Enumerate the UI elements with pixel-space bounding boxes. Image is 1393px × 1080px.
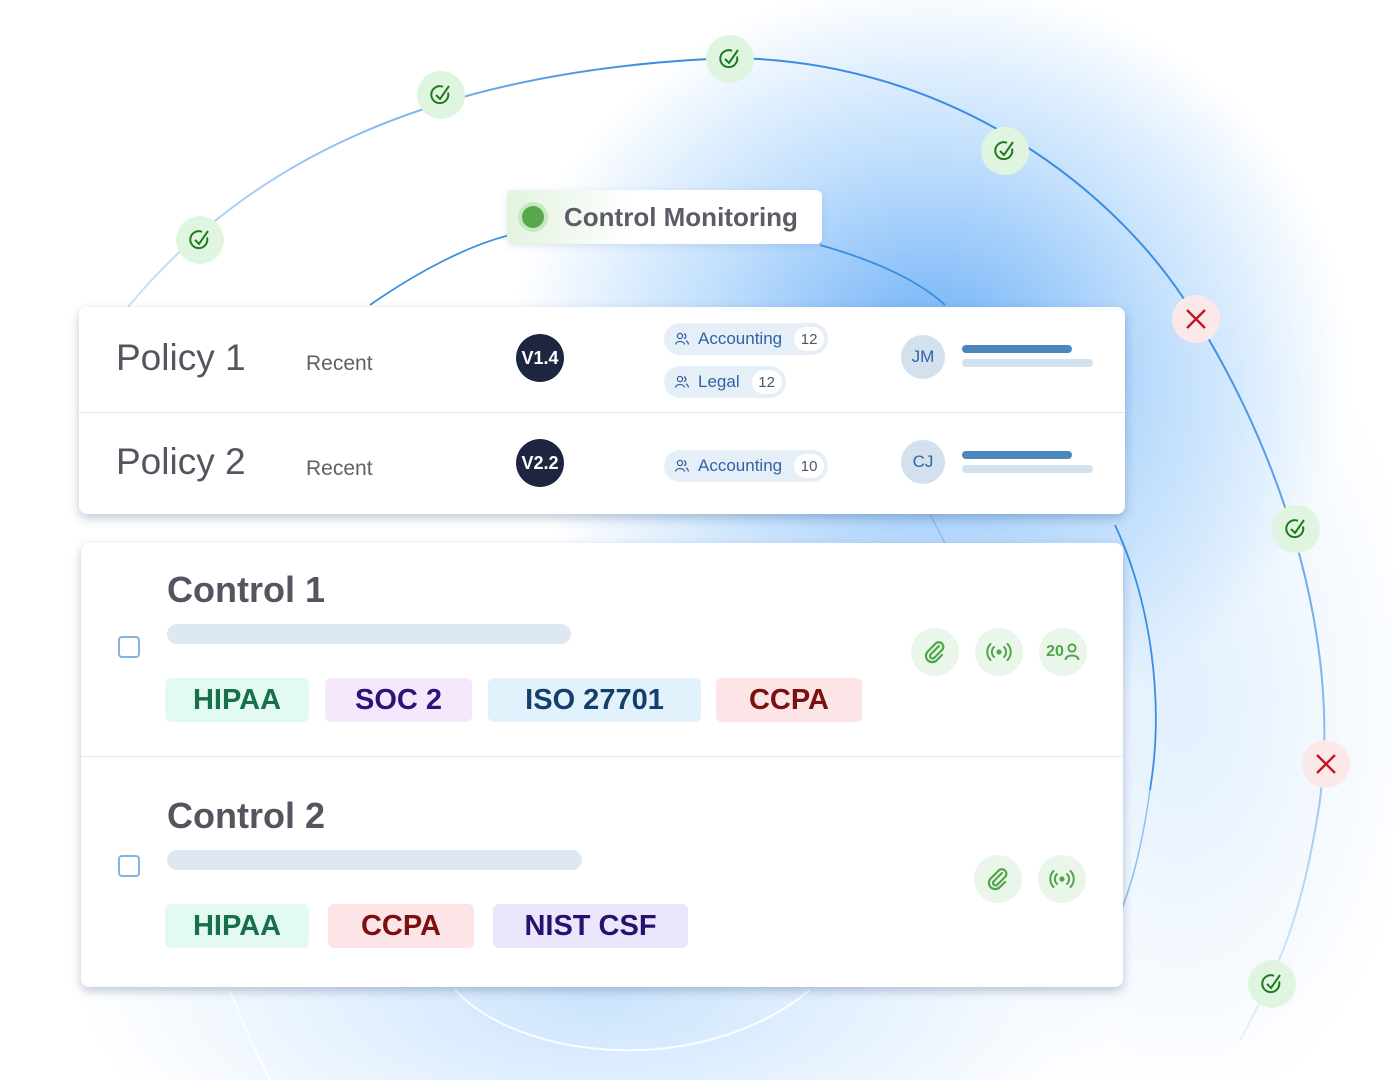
users-icon <box>674 375 690 388</box>
attachments-button[interactable] <box>911 628 959 676</box>
control-monitoring-badge: Control Monitoring <box>507 190 822 244</box>
policy-row[interactable]: Policy 1 Recent V1.4 Accounting 12 Legal… <box>79 307 1125 410</box>
orbit-node-pass <box>706 35 754 83</box>
orbit-node-pass <box>1248 960 1296 1008</box>
check-circle-icon <box>189 230 209 250</box>
policy-status: Recent <box>306 457 373 480</box>
monitoring-button[interactable] <box>1038 855 1086 903</box>
orbit-node-fail <box>1302 740 1350 788</box>
check-circle-icon <box>994 141 1014 161</box>
placeholder-bar <box>962 345 1072 353</box>
inner-orbit <box>369 234 1157 791</box>
policy-title: Policy 2 <box>116 441 246 482</box>
badge-label: Control Monitoring <box>564 201 798 232</box>
check-circle-icon <box>719 49 739 69</box>
version-badge: V2.2 <box>516 439 564 487</box>
users-icon <box>674 332 690 345</box>
placeholder-bar <box>167 624 571 644</box>
framework-tag-soc2: SOC 2 <box>325 678 472 722</box>
framework-tag-ccpa: CCPA <box>716 678 862 722</box>
paperclip-icon <box>987 868 1008 891</box>
assignee-count: 20 <box>1046 643 1064 660</box>
check-circle-icon <box>1261 974 1281 994</box>
control-checkbox[interactable] <box>118 855 140 877</box>
department-chip[interactable]: Legal 12 <box>664 366 786 398</box>
department-count: 12 <box>751 370 782 394</box>
x-icon <box>1316 754 1336 774</box>
department-name: Accounting <box>698 329 783 348</box>
control-title: Control 1 <box>167 569 325 610</box>
department-count: 10 <box>794 454 825 478</box>
placeholder-bar <box>962 359 1093 367</box>
framework-tag-iso27701: ISO 27701 <box>488 678 701 722</box>
small-orbit-bottom <box>454 989 811 1052</box>
user-icon <box>1064 643 1080 661</box>
orbit-node-pass <box>176 216 224 264</box>
status-dot-icon <box>522 206 544 228</box>
attachments-button[interactable] <box>974 855 1022 903</box>
control-title: Control 2 <box>167 795 325 836</box>
framework-tag-hipaa: HIPAA <box>165 678 309 722</box>
check-circle-icon <box>1285 519 1305 539</box>
owner-avatar: JM <box>901 335 945 379</box>
owner-avatar: CJ <box>901 440 945 484</box>
placeholder-bar <box>167 850 582 870</box>
outer-orbit-right <box>1195 317 1326 1041</box>
framework-tag-nist-csf: NIST CSF <box>493 904 688 948</box>
x-icon <box>1186 309 1206 329</box>
orbit-node-pass <box>417 71 465 119</box>
broadcast-icon <box>986 643 1012 661</box>
control-row[interactable]: Control 1 HIPAA SOC 2 ISO 27701 CCPA 20 <box>81 543 1123 755</box>
orbit-node-fail <box>1172 295 1220 343</box>
placeholder-bar <box>962 451 1072 459</box>
orbit-node-pass <box>981 127 1029 175</box>
policy-title: Policy 1 <box>116 337 246 378</box>
monitoring-button[interactable] <box>975 628 1023 676</box>
department-name: Legal <box>698 372 740 391</box>
control-checkbox[interactable] <box>118 636 140 658</box>
users-icon <box>674 459 690 472</box>
version-badge: V1.4 <box>516 334 564 382</box>
assignees-button[interactable]: 20 <box>1039 628 1087 676</box>
control-list-card: Control 1 HIPAA SOC 2 ISO 27701 CCPA 20 … <box>81 543 1123 987</box>
outer-orbit-bottom-left <box>229 989 271 1080</box>
broadcast-icon <box>1049 870 1075 888</box>
framework-tag-hipaa: HIPAA <box>165 904 309 948</box>
placeholder-bar <box>962 465 1093 473</box>
policy-list-card: Policy 1 Recent V1.4 Accounting 12 Legal… <box>79 307 1125 514</box>
framework-tag-ccpa: CCPA <box>328 904 474 948</box>
orbit-node-pass <box>1272 505 1320 553</box>
department-name: Accounting <box>698 456 783 475</box>
department-chip[interactable]: Accounting 10 <box>664 450 829 482</box>
department-chip[interactable]: Accounting 12 <box>664 323 829 355</box>
control-row[interactable]: Control 2 HIPAA CCPA NIST CSF <box>81 756 1123 969</box>
check-circle-icon <box>430 85 450 105</box>
paperclip-icon <box>924 641 945 664</box>
policy-status: Recent <box>306 352 373 375</box>
policy-row[interactable]: Policy 2 Recent V2.2 Accounting 10 CJ <box>79 412 1125 516</box>
department-count: 12 <box>794 327 825 351</box>
